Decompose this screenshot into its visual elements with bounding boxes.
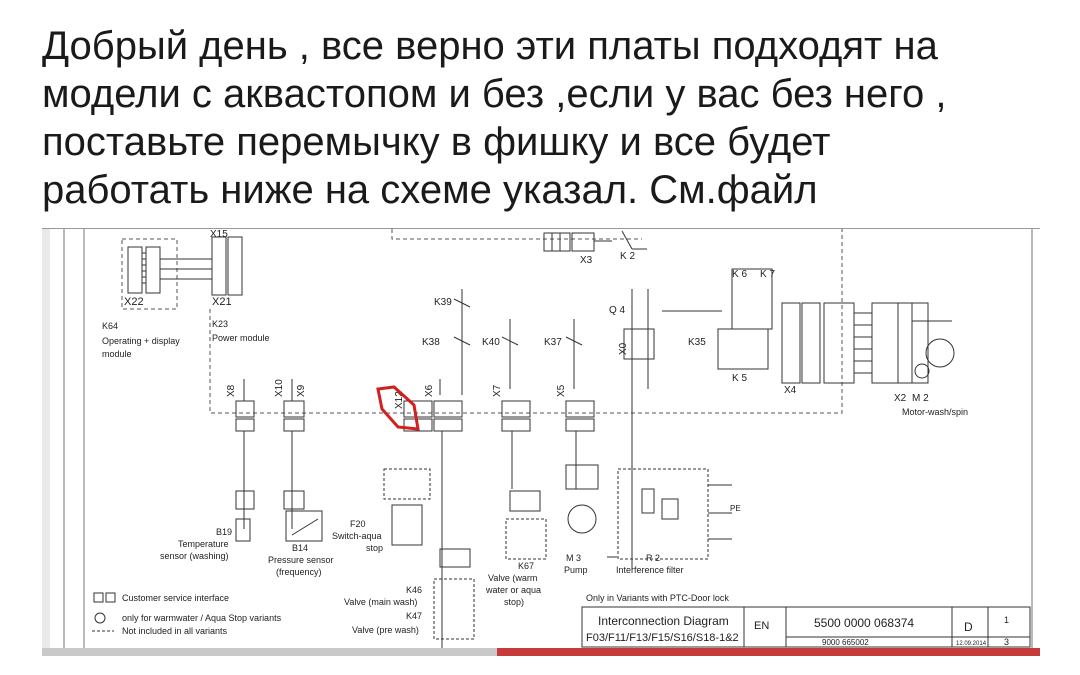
- title-block-title: Interconnection Diagram: [598, 614, 729, 628]
- label-stop: stop: [366, 543, 383, 553]
- label-sensor-washing: sensor (washing): [160, 551, 229, 561]
- label-x3: X3: [580, 255, 593, 266]
- message-line-2: модели с аквастопом и без ,если у вас бе…: [42, 72, 947, 116]
- connector-row: [235, 379, 633, 649]
- title-block-material: 9000 665002: [822, 638, 869, 647]
- label-pressure-sensor: Pressure sensor: [268, 555, 334, 565]
- label-interference-filter: Interference filter: [616, 565, 684, 575]
- legend-customer-service: Customer service interface: [122, 593, 229, 603]
- label-pump: Pump: [564, 565, 588, 575]
- label-x6: X6: [424, 384, 435, 397]
- label-x4: X4: [784, 385, 797, 396]
- label-x5: X5: [556, 384, 567, 397]
- label-b19: B19: [216, 527, 232, 537]
- title-block-models: F03/F11/F13/F15/S16/S18-1&2: [586, 632, 739, 644]
- label-k7: K 7: [760, 269, 775, 280]
- relay-contacts: [439, 289, 583, 395]
- label-k64: K64: [102, 321, 118, 331]
- x12-highlight-marker: [376, 385, 420, 431]
- label-x7: X7: [492, 384, 503, 397]
- viewer-bar-left: [42, 648, 497, 656]
- viewer-bottom-bar: [42, 648, 1040, 656]
- title-block-doc-number: 5500 0000 068374: [814, 616, 914, 630]
- message-line-4: работать ниже на схеме указал. См.файл: [42, 168, 818, 212]
- legend: [92, 592, 116, 632]
- label-x21: X21: [212, 296, 232, 308]
- label-stop2: stop): [504, 597, 524, 607]
- message-line-1: Добрый день , все верно эти платы подход…: [42, 24, 938, 68]
- label-k40: K40: [482, 337, 500, 348]
- label-x0: X0: [618, 342, 629, 355]
- label-frequency: (frequency): [276, 567, 322, 577]
- label-pe: PE: [730, 504, 741, 513]
- label-x2: X2: [894, 393, 907, 404]
- legend-only-warmwater: only for warmwater / Aqua Stop variants: [122, 613, 282, 623]
- label-k39: K39: [434, 297, 452, 308]
- label-x15: X15: [210, 229, 228, 240]
- message-line-3: поставьте перемычку в фишку и все будет: [42, 120, 831, 164]
- label-x8: X8: [226, 384, 237, 397]
- label-motor-wash-spin: Motor-wash/spin: [902, 407, 968, 417]
- valves-block: [383, 464, 732, 640]
- label-x22: X22: [124, 296, 144, 308]
- label-q4: Q 4: [609, 305, 626, 316]
- title-block: [581, 606, 1031, 648]
- label-x12: X12: [394, 391, 405, 409]
- label-r2: R 2: [646, 553, 660, 563]
- label-operating-display: Operating + display: [102, 336, 180, 346]
- label-b14: B14: [292, 543, 308, 553]
- chat-message-text: Добрый день , все верно эти платы подход…: [42, 22, 1052, 214]
- label-temperature: Temperature: [178, 539, 229, 549]
- label-x9: X9: [296, 384, 307, 397]
- label-valve-warm: Valve (warm: [488, 573, 537, 583]
- connector-x3: [543, 230, 647, 252]
- connector-x22: [127, 246, 212, 294]
- title-block-date: 12.09.2014: [956, 641, 987, 647]
- label-water-or-aqua: water or aqua: [485, 585, 541, 595]
- label-switch-aqua: Switch-aqua: [332, 531, 382, 541]
- label-m3: M 3: [566, 553, 581, 563]
- legend-not-included: Not included in all variants: [122, 626, 228, 636]
- schematic-image[interactable]: X15 X22 X21 K64 Operating + display modu…: [42, 228, 1040, 653]
- label-k37: K37: [544, 337, 562, 348]
- viewer-bar-right: [497, 648, 1040, 656]
- label-x10: X10: [274, 379, 285, 397]
- label-m2: M 2: [912, 393, 929, 404]
- label-k2: K 2: [620, 251, 635, 262]
- label-power-module: Power module: [212, 333, 270, 343]
- sensors: [235, 490, 323, 542]
- label-k38: K38: [422, 337, 440, 348]
- power-module-outline: [121, 229, 843, 414]
- label-k46: K46: [406, 585, 422, 595]
- title-block-sheet-total: 3: [1004, 637, 1009, 647]
- left-scrollbar[interactable]: [42, 229, 50, 653]
- door-lock-block: [623, 268, 955, 389]
- label-k5: K 5: [732, 373, 747, 384]
- label-only-ptc: Only in Variants with PTC-Door lock: [586, 593, 729, 603]
- label-k47: K47: [406, 611, 422, 621]
- title-block-lang: EN: [754, 620, 769, 632]
- title-block-revision: D: [964, 620, 973, 634]
- label-valve-main-wash: Valve (main wash): [344, 597, 417, 607]
- label-k6: K 6: [732, 269, 747, 280]
- label-k35: K35: [688, 337, 706, 348]
- label-module: module: [102, 349, 132, 359]
- label-k23: K23: [212, 319, 228, 329]
- label-valve-pre-wash: Valve (pre wash): [352, 625, 419, 635]
- label-k67: K67: [518, 561, 534, 571]
- title-block-sheet: 1: [1004, 615, 1009, 625]
- connector-x21: [211, 236, 243, 296]
- label-f20: F20: [350, 519, 366, 529]
